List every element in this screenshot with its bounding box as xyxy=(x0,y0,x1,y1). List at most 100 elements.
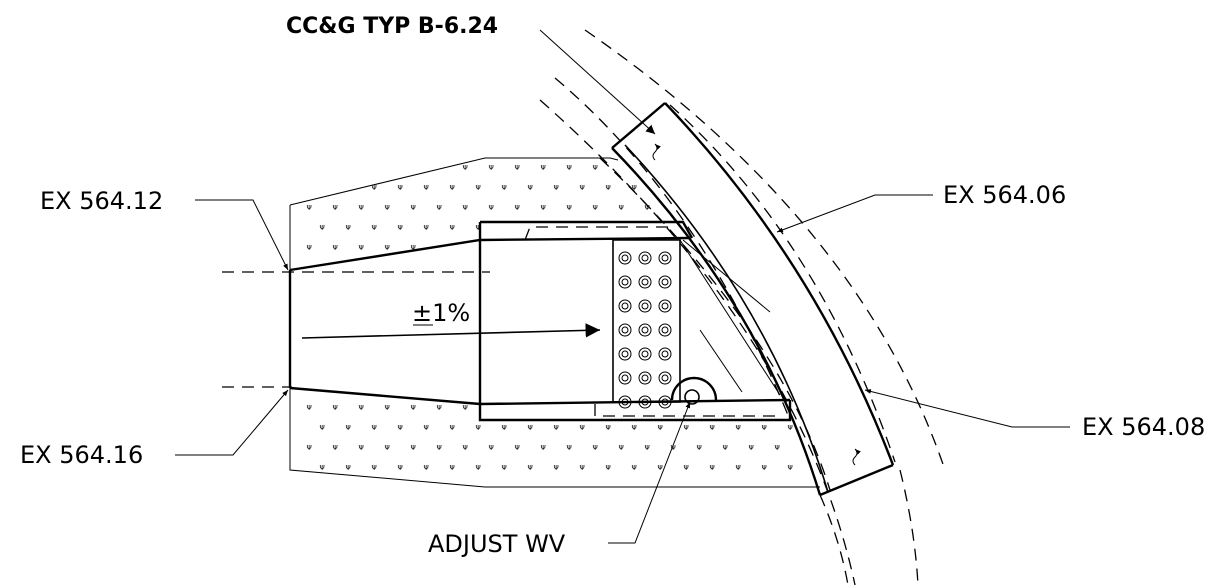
grass-symbol: ᴪ xyxy=(567,163,572,173)
truncated-dome xyxy=(618,299,632,313)
grass-symbol: ᴪ xyxy=(762,423,767,433)
grass-symbol: ᴪ xyxy=(606,183,611,193)
truncated-dome xyxy=(641,350,649,358)
grass-symbol: ᴪ xyxy=(463,163,468,173)
truncated-dome xyxy=(641,374,649,382)
grass-symbol: ᴪ xyxy=(385,403,390,413)
grass-symbol: ᴪ xyxy=(580,423,585,433)
callout-adjust-water-valve: ADJUST WV xyxy=(428,530,566,558)
truncated-dome xyxy=(641,254,649,262)
grass-symbol: ᴪ xyxy=(684,463,689,473)
grass-symbol: ᴪ xyxy=(320,223,325,233)
grass-symbol: ᴪ xyxy=(307,243,312,253)
grass-symbol: ᴪ xyxy=(580,463,585,473)
grass-symbol: ᴪ xyxy=(437,403,442,413)
grass-symbol: ᴪ xyxy=(541,203,546,213)
grass-symbol: ᴪ xyxy=(515,443,520,453)
grass-symbol: ᴪ xyxy=(710,463,715,473)
grass-symbol: ᴪ xyxy=(736,423,741,433)
grass-symbol: ᴪ xyxy=(710,423,715,433)
grass-symbol: ᴪ xyxy=(489,163,494,173)
grass-symbol: ᴪ xyxy=(554,183,559,193)
grass-symbol: ᴪ xyxy=(528,423,533,433)
grass-symbol: ᴪ xyxy=(567,443,572,453)
truncated-dome xyxy=(638,395,652,409)
grass-symbol: ᴪ xyxy=(424,463,429,473)
truncated-dome xyxy=(661,302,669,310)
grass-symbol: ᴪ xyxy=(450,423,455,433)
grass-symbol: ᴪ xyxy=(346,223,351,233)
grass-symbol: ᴪ xyxy=(762,463,767,473)
grass-symbol: ᴪ xyxy=(450,463,455,473)
truncated-dome xyxy=(661,350,669,358)
roadway-existing-lines xyxy=(539,29,946,585)
grass-symbol: ᴪ xyxy=(515,163,520,173)
grass-symbol: ᴪ xyxy=(463,443,468,453)
grass-symbol: ᴪ xyxy=(346,423,351,433)
truncated-dome xyxy=(661,254,669,262)
truncated-dome xyxy=(618,395,632,409)
truncated-dome xyxy=(618,323,632,337)
grass-symbol: ᴪ xyxy=(515,203,520,213)
grass-symbol: ᴪ xyxy=(359,443,364,453)
truncated-dome xyxy=(638,347,652,361)
grass-symbol: ᴪ xyxy=(411,443,416,453)
truncated-dome xyxy=(658,323,672,337)
grass-symbol: ᴪ xyxy=(398,463,403,473)
grass-symbol: ᴪ xyxy=(476,463,481,473)
grass-symbol: ᴪ xyxy=(541,443,546,453)
grass-symbol: ᴪ xyxy=(424,423,429,433)
grass-symbol: ᴪ xyxy=(554,423,559,433)
truncated-dome xyxy=(618,371,632,385)
truncated-dome xyxy=(658,395,672,409)
grass-symbol: ᴪ xyxy=(385,243,390,253)
grass-symbol: ᴪ xyxy=(580,183,585,193)
elevation-label-top-left: EX 564.12 xyxy=(40,187,163,215)
grass-symbol: ᴪ xyxy=(697,443,702,453)
grass-symbol: ᴪ xyxy=(333,403,338,413)
truncated-dome xyxy=(641,326,649,334)
grass-symbol: ᴪ xyxy=(645,443,650,453)
grass-symbol: ᴪ xyxy=(658,463,663,473)
truncated-dome xyxy=(621,374,629,382)
grass-symbol: ᴪ xyxy=(658,423,663,433)
grass-symbol: ᴪ xyxy=(463,203,468,213)
grass-symbol: ᴪ xyxy=(411,243,416,253)
grass-symbol: ᴪ xyxy=(671,443,676,453)
grass-symbol: ᴪ xyxy=(645,203,650,213)
grass-symbol: ᴪ xyxy=(723,443,728,453)
truncated-dome xyxy=(661,278,669,286)
truncated-dome xyxy=(621,278,629,286)
grass-symbol: ᴪ xyxy=(528,463,533,473)
grass-symbol: ᴪ xyxy=(398,423,403,433)
detectable-warning-panel xyxy=(612,239,681,409)
grass-symbol: ᴪ xyxy=(593,443,598,453)
grass-symbol: ᴪ xyxy=(437,203,442,213)
grass-symbol: ᴪ xyxy=(372,423,377,433)
grass-symbol: ᴪ xyxy=(606,423,611,433)
grass-symbol: ᴪ xyxy=(632,183,637,193)
truncated-dome xyxy=(661,326,669,334)
grass-symbol: ᴪ xyxy=(411,403,416,413)
callout-curb-gutter-type: CC&G TYP B-6.24 xyxy=(286,14,498,39)
grass-symbol: ᴪ xyxy=(528,183,533,193)
truncated-dome xyxy=(638,299,652,313)
grass-symbol: ᴪ xyxy=(476,423,481,433)
water-valve-symbol xyxy=(670,239,781,405)
grass-symbol: ᴪ xyxy=(684,423,689,433)
elevation-label-top-right: EX 564.06 xyxy=(943,181,1066,209)
grass-symbol: ᴪ xyxy=(450,223,455,233)
grass-symbol: ᴪ xyxy=(307,403,312,413)
slope-arrow xyxy=(301,323,601,339)
grass-symbol: ᴪ xyxy=(541,163,546,173)
truncated-dome xyxy=(621,302,629,310)
grass-symbol: ᴪ xyxy=(424,183,429,193)
truncated-dome xyxy=(658,251,672,265)
grass-symbol: ᴪ xyxy=(398,223,403,233)
grass-symbol: ᴪ xyxy=(476,183,481,193)
grass-symbol: ᴪ xyxy=(437,443,442,453)
grass-symbol: ᴪ xyxy=(424,223,429,233)
